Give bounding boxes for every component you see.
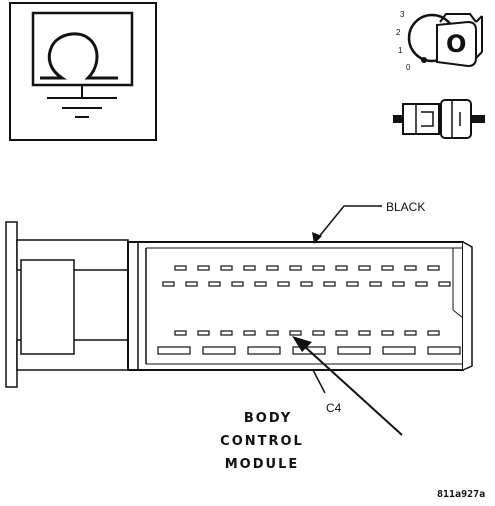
- cavity-row-2: [208, 281, 221, 287]
- cavity-row-2: [323, 281, 336, 287]
- cavity-row-2: [300, 281, 313, 287]
- cavity-row-1: [335, 265, 348, 271]
- key-letter: O: [446, 30, 466, 58]
- connector-plug-icon: [393, 99, 485, 139]
- omega-symbol: [40, 32, 118, 80]
- cavity-row-2: [369, 281, 382, 287]
- cavity-row-1: [404, 265, 417, 271]
- cavity-row-2: [392, 281, 405, 287]
- cavity-row-4: [337, 346, 371, 355]
- cavity-row-3: [427, 330, 440, 336]
- cavity-row-3: [381, 330, 394, 336]
- cavity-row-3: [197, 330, 210, 336]
- cavity-row-1: [266, 265, 279, 271]
- cavity-row-1: [358, 265, 371, 271]
- ignition-position-1: 1: [398, 46, 403, 55]
- cavity-row-1: [427, 265, 440, 271]
- cavity-row-2: [346, 281, 359, 287]
- cavity-row-1: [220, 265, 233, 271]
- connector-id-label: C4: [326, 401, 342, 415]
- cavity-row-1: [243, 265, 256, 271]
- cavity-row-4: [247, 346, 281, 355]
- cavity-row-4: [382, 346, 416, 355]
- cavity-row-4: [157, 346, 191, 355]
- black-leader-line: [317, 205, 382, 239]
- cavity-row-2: [231, 281, 244, 287]
- component-title-line1: BODY: [244, 411, 292, 426]
- ignition-key-icon: 3 2 1 0 O: [396, 10, 483, 72]
- cavity-row-1: [289, 265, 302, 271]
- cavity-row-4: [202, 346, 236, 355]
- cavity-row-3: [358, 330, 371, 336]
- component-title-line2: CONTROL: [220, 434, 304, 449]
- component-title-line3: MODULE: [225, 457, 300, 472]
- cavity-row-2: [277, 281, 290, 287]
- ignition-position-3: 3: [400, 10, 405, 19]
- cavity-row-1: [174, 265, 187, 271]
- cavity-row-2: [185, 281, 198, 287]
- ohmmeter-icon: [9, 2, 157, 141]
- cavity-row-2: [254, 281, 267, 287]
- c4-leader-line: [312, 369, 326, 394]
- cavity-row-2: [438, 281, 451, 287]
- cavity-row-3: [174, 330, 187, 336]
- connector-c4: [5, 221, 473, 388]
- connector-color-label: BLACK: [386, 200, 425, 214]
- cavity-row-4: [427, 346, 461, 355]
- cavity-row-3: [289, 330, 302, 336]
- ignition-position-0: 0: [406, 63, 411, 72]
- cavity-row-3: [220, 330, 233, 336]
- cavity-row-2: [415, 281, 428, 287]
- cavity-row-3: [404, 330, 417, 336]
- figure-code: 811a927a: [437, 489, 485, 500]
- cavity-row-3: [266, 330, 279, 336]
- cavity-row-1: [381, 265, 394, 271]
- ignition-position-2: 2: [396, 28, 401, 37]
- cavity-row-3: [243, 330, 256, 336]
- cavity-row-1: [312, 265, 325, 271]
- cavity-row-2: [162, 281, 175, 287]
- cavity-row-3: [335, 330, 348, 336]
- pin-pointer-line: [303, 345, 403, 436]
- black-arrowhead: [312, 232, 322, 244]
- cavity-row-3: [312, 330, 325, 336]
- cavity-row-1: [197, 265, 210, 271]
- pin-pointer-arrowhead: [292, 336, 312, 352]
